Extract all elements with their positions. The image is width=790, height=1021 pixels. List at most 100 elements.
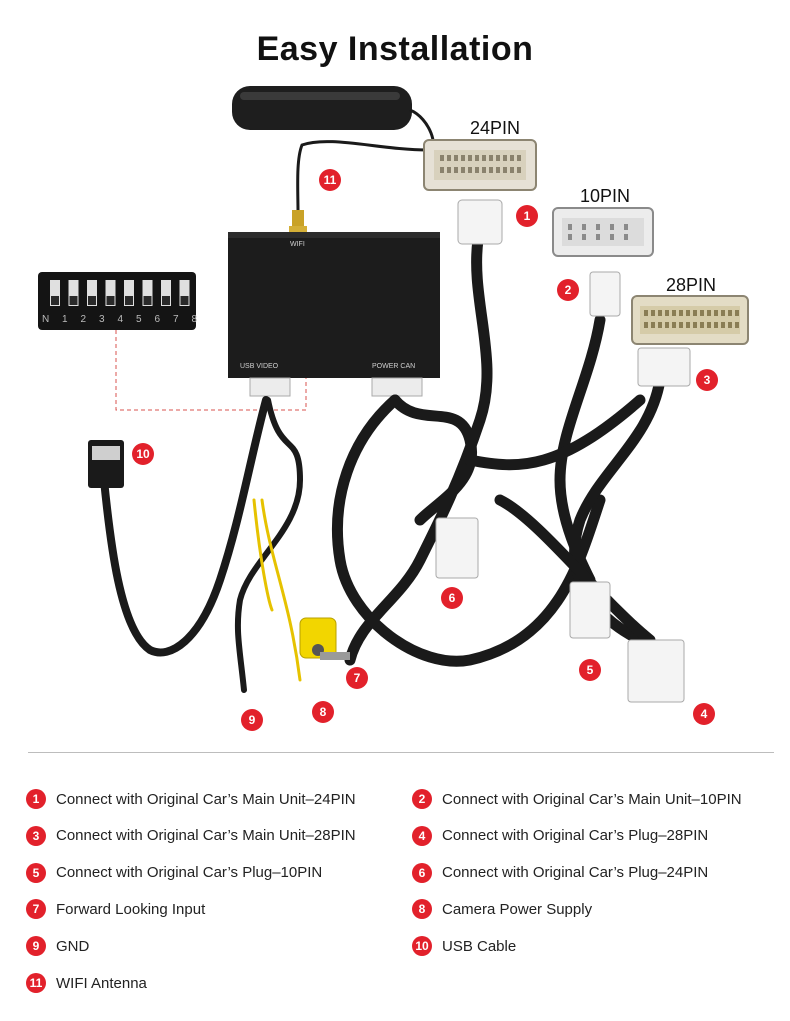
wiring-harness xyxy=(332,234,666,667)
connector-pin xyxy=(728,310,732,316)
legend-badge: 5 xyxy=(26,862,46,883)
dip-slot xyxy=(124,280,134,306)
dip-knob xyxy=(51,296,59,305)
legend-badge: 7 xyxy=(26,899,46,920)
connector-pin xyxy=(503,167,507,173)
dip-knob xyxy=(143,296,152,305)
connector-pin xyxy=(510,167,514,173)
legend-badge: 2 xyxy=(412,789,432,809)
section-divider xyxy=(28,752,774,753)
dip-number: 6 xyxy=(155,314,161,325)
connector-pin xyxy=(658,310,662,316)
connector-pin xyxy=(596,224,600,230)
dip-indicator-line xyxy=(115,330,307,411)
connector-pin xyxy=(672,322,676,328)
connector-pin xyxy=(475,155,479,161)
legend-badge: 4 xyxy=(412,825,432,846)
diagram-badge-3 xyxy=(696,369,718,391)
connector-pin xyxy=(610,234,614,240)
diagram-badge-7 xyxy=(346,667,368,689)
usb-connector xyxy=(88,440,124,488)
connector-pin xyxy=(475,167,479,173)
legend-badge: 9 xyxy=(26,936,46,957)
dip-number: 7 xyxy=(173,314,179,325)
dip-knob xyxy=(106,296,115,305)
legend-badge: 8 xyxy=(412,899,432,920)
legend-text: Camera Power Supply xyxy=(442,900,593,918)
connector-pin xyxy=(468,167,472,173)
diagram-badge-6 xyxy=(441,587,463,609)
dip-slot xyxy=(50,280,60,306)
connector-pin xyxy=(461,167,465,173)
legend-item: 4 Connect with Original Car’s Plug–28PIN xyxy=(412,824,708,848)
diagram-badge-number: 6 xyxy=(449,591,456,605)
diagram-badge-4 xyxy=(693,703,715,725)
wifi-port-label: WIFI xyxy=(290,241,305,248)
connector-pin xyxy=(665,310,669,316)
dip-slot xyxy=(161,280,171,306)
harness-plug-5 xyxy=(569,581,611,639)
legend-text: Forward Looking Input xyxy=(56,900,206,918)
connector-pin xyxy=(707,322,711,328)
connector-pin xyxy=(651,310,655,316)
connector-pin xyxy=(447,155,451,161)
legend-text: GND xyxy=(56,937,90,955)
legend-text: USB Cable xyxy=(442,937,517,955)
harness-plug-4 xyxy=(627,639,685,703)
legend-item: 9 GND xyxy=(26,934,89,958)
label-10pin: 10PIN xyxy=(580,186,631,206)
wifi-antenna xyxy=(232,86,435,234)
dip-number: 3 xyxy=(99,314,105,325)
dip-knob xyxy=(88,296,96,305)
connector-pin xyxy=(496,155,500,161)
connector-pin xyxy=(624,224,628,230)
connector-pin xyxy=(496,167,500,173)
diagram-badge-8 xyxy=(312,701,334,723)
legend-item: 8 Camera Power Supply xyxy=(412,897,592,921)
label-28pin: 28PIN xyxy=(666,275,717,295)
dip-slot xyxy=(87,280,97,306)
legend-badge: 11 xyxy=(26,973,46,993)
dip-number: 1 xyxy=(62,314,68,325)
connector-pin xyxy=(735,322,739,328)
connector-pin xyxy=(610,224,614,230)
diagram-badge-1 xyxy=(516,205,538,227)
connector-pin xyxy=(693,322,697,328)
rca-yellow-connector xyxy=(299,617,350,660)
connector-pin xyxy=(686,310,690,316)
harness-plug-6 xyxy=(435,517,479,579)
connector-pin xyxy=(700,310,704,316)
dip-slot xyxy=(142,280,153,306)
connector-pin xyxy=(679,310,683,316)
legend-text: Connect with Original Car’s Plug–28PIN xyxy=(442,827,709,845)
dip-slot xyxy=(179,280,190,306)
diagram-badge-number: 11 xyxy=(324,173,337,187)
connector-pin xyxy=(728,322,732,328)
connector-pin xyxy=(517,155,521,161)
harness-plug-3 xyxy=(637,347,691,387)
connector-pin xyxy=(468,155,472,161)
connector-pin xyxy=(665,322,669,328)
dip-knob xyxy=(69,296,78,305)
interface-module: WIFI USB VIDEO POWER CAN xyxy=(228,232,440,397)
connector-pin xyxy=(714,322,718,328)
connector-pin xyxy=(454,167,458,173)
connector-pin xyxy=(735,310,739,316)
connector-pin xyxy=(721,322,725,328)
connector-pin xyxy=(582,224,586,230)
harness-plug-1 xyxy=(457,199,503,245)
diagram-badge-9 xyxy=(241,709,263,731)
legend-badge: 1 xyxy=(26,789,46,809)
diagram-badge-number: 8 xyxy=(320,705,327,719)
connector-pin xyxy=(651,322,655,328)
connector-pin xyxy=(489,167,493,173)
legend-badge: 6 xyxy=(412,862,432,883)
legend-text: Connect with Original Car’s Main Unit–10… xyxy=(442,790,742,808)
connector-pin xyxy=(658,322,662,328)
